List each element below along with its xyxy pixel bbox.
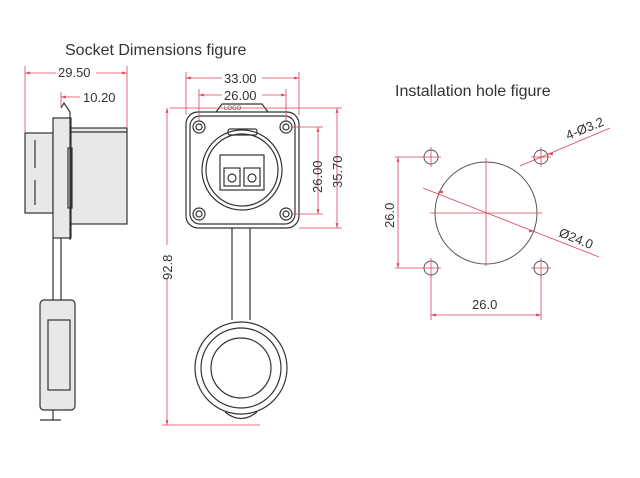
socket-title: Socket Dimensions figure — [65, 42, 247, 59]
svg-text:LOGO: LOGO — [224, 106, 242, 112]
dim-26-00-v: 26.00 — [310, 160, 325, 193]
installation-title: Installation hole figure — [395, 83, 551, 100]
dim-29-50: 29.50 — [58, 65, 91, 80]
dim-26-00-h: 26.00 — [224, 88, 257, 103]
front-view: LOGO — [185, 103, 300, 420]
dim-spacing-h: 26.0 — [472, 297, 497, 312]
dim-35-70: 35.70 — [330, 155, 345, 188]
installation-hole-view — [420, 146, 552, 279]
dim-10-20: 10.20 — [83, 90, 116, 105]
dim-92-8: 92.8 — [160, 255, 175, 280]
side-view — [24, 101, 128, 421]
dim-33-00: 33.00 — [224, 71, 257, 86]
dim-spacing-v: 26.0 — [382, 203, 397, 228]
